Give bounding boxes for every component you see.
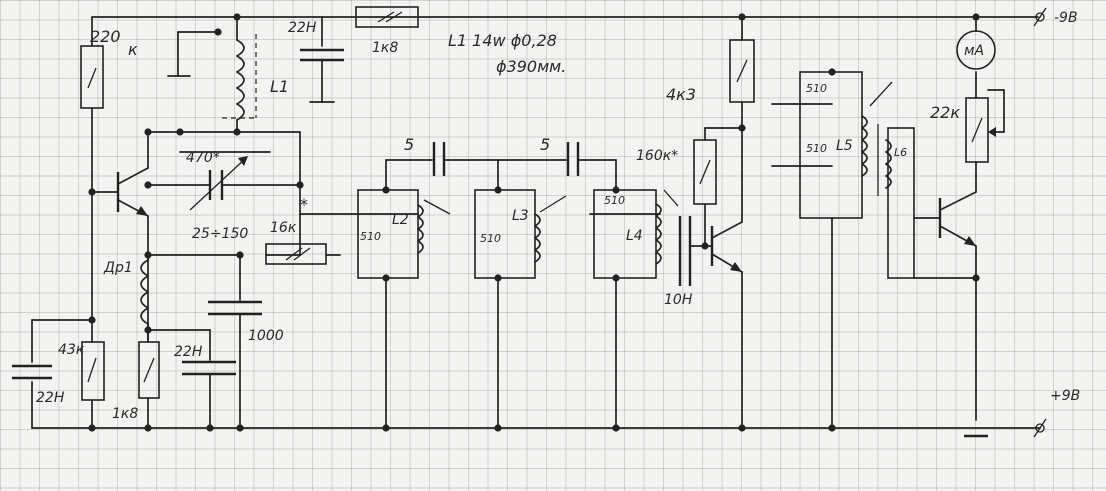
capacitor-1000 xyxy=(208,254,262,429)
junction-l1-tap xyxy=(214,28,222,36)
junction-tank-t2 xyxy=(176,128,184,136)
capacitor-5-b xyxy=(497,142,617,191)
junction-1000-bottom xyxy=(236,424,244,432)
supply-terminals xyxy=(1033,7,1047,438)
negative-supply-rail xyxy=(91,16,1039,47)
junction-l5-top xyxy=(828,68,836,76)
label-c-22n-mid: 22Н xyxy=(174,344,203,360)
junction-tank-l xyxy=(144,181,152,189)
resistor-16k xyxy=(265,243,341,265)
label-l4: L4 xyxy=(626,228,643,244)
junction-l3-bottom xyxy=(494,274,502,282)
transistor-mixer xyxy=(91,167,149,217)
junction-meter-top xyxy=(972,13,980,21)
label-c-5-b: 5 xyxy=(540,135,550,154)
junction-160k-bottom xyxy=(701,242,709,250)
junction-tank-r xyxy=(296,181,304,189)
junction-l2-top xyxy=(382,186,390,194)
resistor-160k xyxy=(693,127,743,247)
junction-choke-top xyxy=(144,251,152,259)
label-ma: мА xyxy=(964,43,984,59)
junction-1k8-bottom xyxy=(144,424,152,432)
resistor-4k3 xyxy=(729,16,755,223)
label-c-22n-top: 22Н xyxy=(288,20,317,36)
label-r-16k-star: * xyxy=(300,195,308,214)
junction-4k3-top xyxy=(738,13,746,21)
label-l1: L1 xyxy=(270,77,289,96)
label-supply-positive: +9В xyxy=(1050,388,1080,404)
choke-dr1 xyxy=(140,254,241,341)
junction-tank-tl xyxy=(144,128,152,136)
label-c-510-l3: 510 xyxy=(480,232,501,245)
label-r-220k: 220 xyxy=(90,27,121,46)
label-c-trim: 25÷150 xyxy=(192,226,248,242)
label-r-160k: 160к* xyxy=(636,148,678,164)
junction-l4-gnd xyxy=(612,424,620,432)
label-c-470: 470* xyxy=(186,150,220,166)
label-c-22n-left: 22Н xyxy=(36,390,65,406)
label-c-510-a: 510 xyxy=(806,82,827,95)
label-l5: L5 xyxy=(836,138,853,154)
junction-l5-gnd xyxy=(828,424,836,432)
transformer-l6 xyxy=(877,124,915,279)
label-c-5-a: 5 xyxy=(404,135,414,154)
label-l3: L3 xyxy=(512,208,529,224)
label-r-16k: 16к xyxy=(270,220,297,236)
label-note-winding: L1 14w ɸ0,28 xyxy=(448,31,557,50)
transformer-l5 xyxy=(771,71,893,429)
label-c-510-l4: 510 xyxy=(604,194,625,207)
resistor-1k8-top xyxy=(355,6,419,28)
coil-l1 xyxy=(167,16,257,133)
potentiometer-22k xyxy=(965,71,1005,193)
junction-l1-top xyxy=(233,13,241,21)
junction-l2-bottom xyxy=(382,274,390,282)
junction-if-gnd xyxy=(738,424,746,432)
if-stage-l4 xyxy=(589,189,679,429)
capacitor-22n-mid xyxy=(182,329,236,429)
label-c-510-b: 510 xyxy=(806,142,827,155)
label-r-22k: 22к xyxy=(930,103,960,122)
label-r-1k8-top: 1к8 xyxy=(372,40,398,56)
label-choke-dr1: Др1 xyxy=(103,260,133,276)
oscillator-tank xyxy=(147,131,301,329)
capacitor-10n xyxy=(678,216,713,286)
junction-output-emitter xyxy=(972,274,980,282)
label-r-4k3: 4к3 xyxy=(666,85,696,104)
label-supply-negative: -9В xyxy=(1054,10,1078,26)
resistor-1k8-bottom xyxy=(138,329,211,429)
junction-43k-bottom xyxy=(88,424,96,432)
label-note-diameter: ɸ390мм. xyxy=(496,57,566,76)
transistor-output xyxy=(913,191,988,438)
label-r-220k-unit: к xyxy=(128,40,138,59)
junction-43k-top xyxy=(88,316,96,324)
label-c-1000: 1000 xyxy=(248,328,284,344)
label-r-1k8-bottom: 1к8 xyxy=(112,406,138,422)
junction-22n-bottom xyxy=(206,424,214,432)
junction-l3-gnd xyxy=(494,424,502,432)
capacitor-5-a xyxy=(385,142,499,191)
label-l2: L2 xyxy=(392,212,409,228)
label-l6: L6 xyxy=(894,146,907,159)
junction-l4-bottom xyxy=(612,274,620,282)
label-c-10n: 10Н xyxy=(664,292,693,308)
junction-4k3-bottom xyxy=(738,124,746,132)
junction-l4-top xyxy=(612,186,620,194)
label-c-510-l2: 510 xyxy=(360,230,381,243)
if-stage-l2 xyxy=(299,159,451,429)
transistor-if xyxy=(710,221,743,429)
junction-l3-top xyxy=(494,186,502,194)
resistor-220k xyxy=(80,45,104,193)
if-stage-l3 xyxy=(474,189,567,429)
capacitor-22n-top xyxy=(300,16,344,103)
junction-l2-gnd xyxy=(382,424,390,432)
label-r-43k: 43к xyxy=(58,342,85,358)
